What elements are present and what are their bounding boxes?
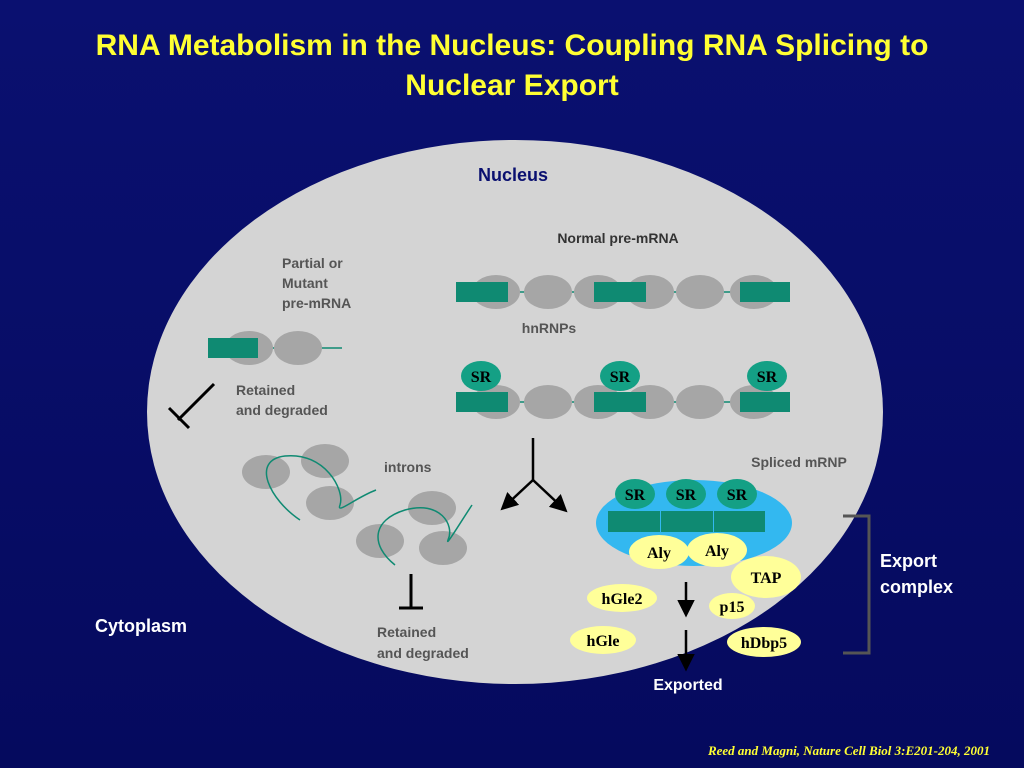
hnrnp-particle xyxy=(274,331,322,365)
svg-text:hGle: hGle xyxy=(587,633,620,650)
svg-text:Aly: Aly xyxy=(705,543,729,560)
svg-text:hDbp5: hDbp5 xyxy=(741,635,787,652)
hdbp5-factor: hDbp5 xyxy=(727,627,801,657)
retained-block-symbol-2 xyxy=(399,574,423,610)
exon-block xyxy=(661,511,713,532)
hnrnp-particle xyxy=(301,444,349,478)
exon-block xyxy=(456,392,508,412)
hnrnp-particle xyxy=(676,385,724,419)
tap-factor: TAP xyxy=(731,556,801,598)
sr-protein: SR xyxy=(747,361,787,391)
svg-text:hGle2: hGle2 xyxy=(602,591,643,608)
hnrnp-particle xyxy=(419,531,467,565)
exon-block xyxy=(740,392,790,412)
exported-label: Exported xyxy=(653,677,722,694)
splicing-split-arrow xyxy=(500,438,568,513)
export-complex-bracket xyxy=(843,514,871,655)
exon-block xyxy=(208,338,258,358)
hgle2-factor: hGle2 xyxy=(587,584,657,612)
slide-title: RNA Metabolism in the Nucleus: Coupling … xyxy=(95,29,929,102)
aly-protein: Aly xyxy=(687,533,747,567)
svg-text:SR: SR xyxy=(727,487,748,504)
svg-text:TAP: TAP xyxy=(751,570,782,587)
intron-lariats xyxy=(242,444,473,566)
partial-pre-mrna-label: Partial or Mutant pre-mRNA xyxy=(282,255,351,311)
svg-text:SR: SR xyxy=(471,369,492,386)
retained-degraded-label-1: Retained and degraded xyxy=(236,382,328,418)
retained-block-symbol-1 xyxy=(167,382,216,430)
export-complex-label: Export complex xyxy=(880,551,953,597)
exon-block xyxy=(456,282,508,302)
spliced-mrnp: SR SR SR Aly Aly xyxy=(596,479,792,569)
retained-degraded-label-2: Retained and degraded xyxy=(377,624,469,661)
exon-block xyxy=(594,392,646,412)
hnrnp-particle xyxy=(356,524,404,558)
sr-protein: SR xyxy=(717,479,757,509)
hgle-factor: hGle xyxy=(570,626,636,654)
spliced-mrnp-label: Spliced mRNP xyxy=(751,454,847,470)
exon-block xyxy=(714,511,765,532)
hnrnp-particle xyxy=(524,385,572,419)
hnrnps-label: hnRNPs xyxy=(522,320,577,336)
normal-pre-mrna xyxy=(456,275,790,309)
sr-protein: SR xyxy=(600,361,640,391)
exon-block xyxy=(608,511,660,532)
svg-text:p15: p15 xyxy=(720,599,745,616)
nucleus-label: Nucleus xyxy=(478,165,548,185)
aly-protein: Aly xyxy=(629,535,689,569)
sr-bound-pre-mrna: SR SR SR xyxy=(456,361,790,419)
normal-pre-mrna-label: Normal pre-mRNA xyxy=(557,230,678,246)
svg-text:SR: SR xyxy=(757,369,778,386)
hnrnp-particle xyxy=(524,275,572,309)
partial-pre-mrna xyxy=(208,331,342,365)
svg-text:Aly: Aly xyxy=(647,545,671,562)
hnrnp-particle xyxy=(306,486,354,520)
citation: Reed and Magni, Nature Cell Biol 3:E201-… xyxy=(707,743,990,758)
svg-text:SR: SR xyxy=(625,487,646,504)
cytoplasm-label: Cytoplasm xyxy=(95,616,187,636)
exon-block xyxy=(740,282,790,302)
exon-block xyxy=(594,282,646,302)
sr-protein: SR xyxy=(666,479,706,509)
sr-protein: SR xyxy=(615,479,655,509)
svg-text:SR: SR xyxy=(676,487,697,504)
introns-label: introns xyxy=(384,459,432,475)
hnrnp-particle xyxy=(676,275,724,309)
sr-protein: SR xyxy=(461,361,501,391)
svg-text:SR: SR xyxy=(610,369,631,386)
p15-factor: p15 xyxy=(709,593,755,619)
